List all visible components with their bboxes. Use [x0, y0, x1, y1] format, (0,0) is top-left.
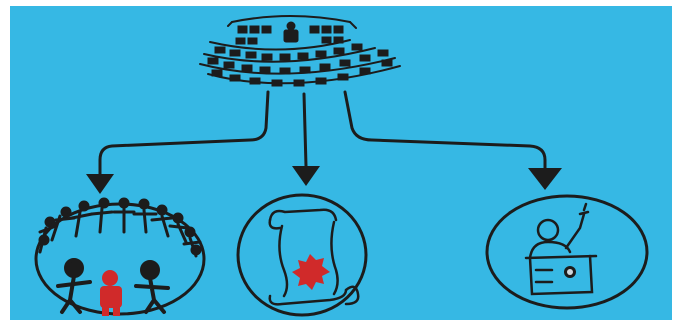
arrow-center-line — [304, 94, 306, 166]
